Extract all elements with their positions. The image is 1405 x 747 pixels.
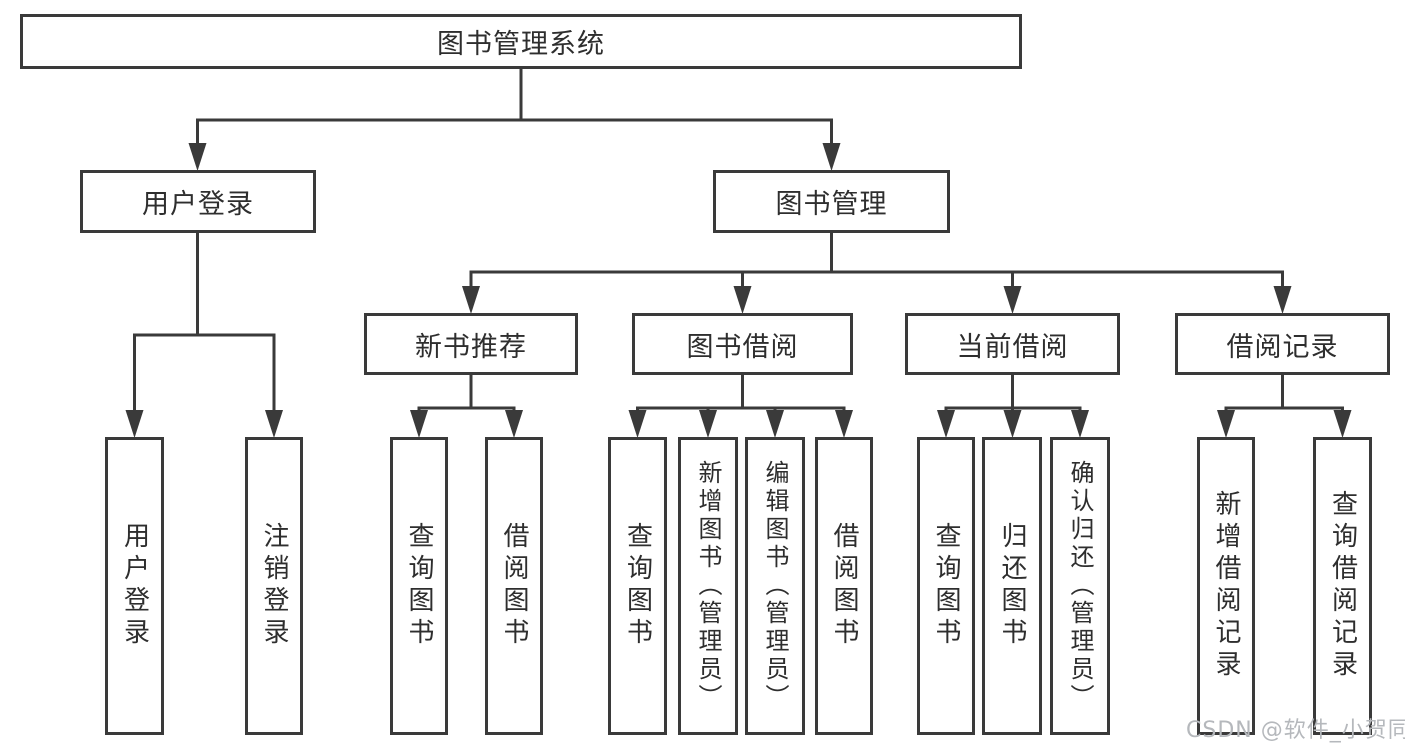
node-book-borrowing: 图书借阅 — [632, 313, 853, 375]
node-current-borrowing-label: 当前借阅 — [956, 331, 1069, 363]
leaf-nb-borrow-books: 借阅图书 — [485, 437, 543, 735]
csdn-watermark: CSDN @软件_小贺同学 — [1186, 718, 1405, 743]
leaf-cb-return-books-label: 归还图书 — [997, 522, 1027, 650]
connector-root-to-level2 — [188, 69, 841, 171]
leaf-nb-query-books-label: 查询图书 — [404, 522, 434, 650]
leaf-bb-borrow-books: 借阅图书 — [815, 437, 873, 735]
leaf-cb-query-books-label: 查询图书 — [931, 522, 961, 650]
node-root-label: 图书管理系统 — [437, 29, 605, 60]
connector-new-book-recommend-children — [410, 375, 523, 438]
node-borrow-records-label: 借阅记录 — [1226, 331, 1339, 363]
leaf-bb-edit-books-admin: 编辑图书（管理员） — [745, 437, 805, 735]
leaf-bb-add-books-admin-label: 新增图书（管理员） — [694, 460, 722, 712]
node-current-borrowing: 当前借阅 — [905, 313, 1120, 375]
leaf-user-login-label: 用户登录 — [119, 522, 150, 650]
connector-borrow-records-children — [1217, 375, 1352, 438]
connector-book-management-children — [462, 233, 1292, 314]
leaf-br-add-record: 新增借阅记录 — [1197, 437, 1255, 735]
leaf-bb-edit-books-admin-label: 编辑图书（管理员） — [761, 460, 789, 712]
leaf-br-add-record-label: 新增借阅记录 — [1211, 490, 1241, 682]
node-new-book-recommend: 新书推荐 — [364, 313, 578, 375]
leaf-bb-query-books-label: 查询图书 — [622, 522, 653, 650]
leaf-logout: 注销登录 — [245, 437, 303, 735]
node-user-login: 用户登录 — [80, 170, 316, 233]
node-book-management: 图书管理 — [713, 170, 950, 233]
leaf-bb-borrow-books-label: 借阅图书 — [829, 522, 859, 650]
leaf-cb-return-books: 归还图书 — [982, 437, 1042, 735]
node-user-login-label: 用户登录 — [142, 189, 254, 220]
connector-current-borrowing-children — [937, 375, 1089, 438]
leaf-user-login: 用户登录 — [105, 437, 164, 735]
leaf-cb-confirm-return-admin-label: 确认归还（管理员） — [1066, 460, 1094, 712]
leaf-nb-borrow-books-label: 借阅图书 — [499, 522, 529, 650]
connector-user-login-children — [125, 233, 283, 438]
node-book-borrowing-label: 图书借阅 — [686, 331, 799, 363]
connector-book-borrowing-children — [628, 375, 853, 438]
leaf-logout-label: 注销登录 — [259, 522, 289, 650]
node-new-book-recommend-label: 新书推荐 — [415, 331, 527, 363]
node-borrow-records: 借阅记录 — [1175, 313, 1390, 375]
leaf-br-query-record-label: 查询借阅记录 — [1327, 490, 1358, 682]
leaf-cb-query-books: 查询图书 — [917, 437, 975, 735]
node-root: 图书管理系统 — [20, 14, 1022, 69]
leaf-nb-query-books: 查询图书 — [390, 437, 448, 735]
leaf-br-query-record: 查询借阅记录 — [1313, 437, 1372, 735]
node-book-management-label: 图书管理 — [775, 189, 888, 220]
leaf-bb-add-books-admin: 新增图书（管理员） — [678, 437, 738, 735]
leaf-bb-query-books: 查询图书 — [608, 437, 667, 735]
leaf-cb-confirm-return-admin: 确认归还（管理员） — [1050, 437, 1110, 735]
